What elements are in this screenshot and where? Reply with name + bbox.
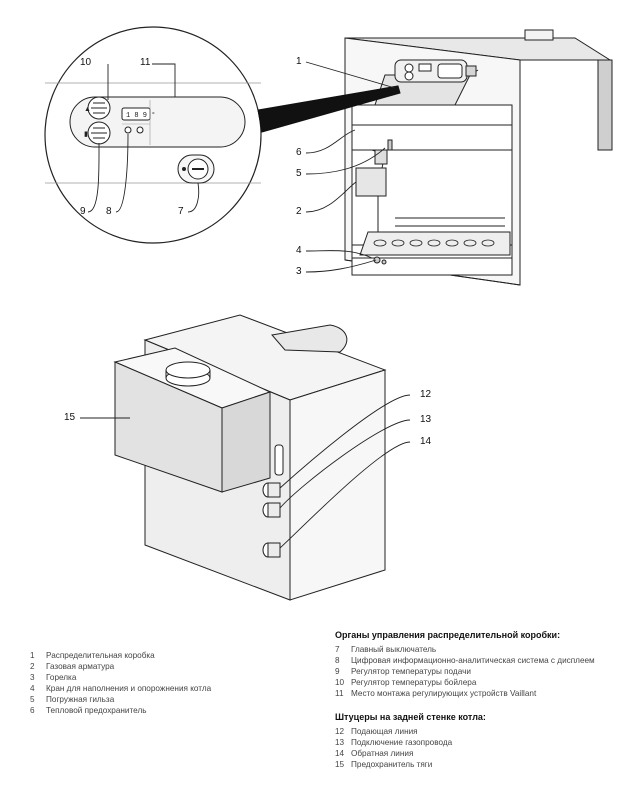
front-boiler-side-panel bbox=[597, 59, 613, 151]
boiler-temp-knob bbox=[87, 96, 111, 120]
callout-7: 7 bbox=[178, 206, 184, 217]
callout-5: 5 bbox=[296, 168, 302, 179]
supply-temp-knob bbox=[87, 121, 111, 145]
burner bbox=[359, 231, 511, 256]
zoom-panel bbox=[69, 96, 246, 148]
controls-heading: Органы управления распределительной коро… bbox=[335, 630, 561, 640]
callout-1: 1 bbox=[296, 56, 302, 67]
callout-15: 15 bbox=[64, 412, 76, 423]
callout-8: 8 bbox=[106, 206, 112, 217]
callout-13: 13 bbox=[420, 414, 432, 425]
front-boiler-side bbox=[520, 59, 611, 151]
main-switch bbox=[177, 154, 215, 184]
leader-lines bbox=[80, 61, 411, 549]
boiler-diagram: ▲ ▮ 1 8 9 ° bbox=[44, 26, 613, 601]
supply-pipe bbox=[262, 482, 281, 498]
callout-14: 14 bbox=[420, 436, 432, 447]
svg-text:▮: ▮ bbox=[84, 131, 88, 138]
return-pipe bbox=[262, 542, 281, 558]
svg-text:▲: ▲ bbox=[84, 106, 91, 113]
control-panel-magnifier: ▲ ▮ 1 8 9 ° bbox=[44, 26, 401, 244]
callout-6: 6 bbox=[296, 147, 302, 158]
rear-boiler-right-face bbox=[289, 369, 386, 601]
gas-connection-pipe bbox=[262, 502, 281, 518]
front-boiler-flue bbox=[524, 29, 554, 41]
callout-3: 3 bbox=[296, 266, 302, 277]
zoom-pointer bbox=[257, 85, 401, 133]
callout-12: 12 bbox=[420, 389, 432, 400]
callout-2: 2 bbox=[296, 206, 302, 217]
legend-controls: Органы управления распределительной коро… bbox=[335, 630, 630, 699]
fittings-heading: Штуцеры на задней стенке котла: bbox=[335, 712, 486, 722]
callout-11: 11 bbox=[140, 57, 151, 68]
callout-9: 9 bbox=[80, 206, 86, 217]
rear-boiler-view bbox=[113, 314, 387, 601]
display-readout: 1 8 9 ° bbox=[126, 111, 155, 120]
callout-10: 10 bbox=[80, 57, 92, 68]
gas-valve bbox=[355, 167, 387, 197]
callout-4: 4 bbox=[296, 245, 302, 256]
front-boiler-view bbox=[344, 29, 613, 286]
